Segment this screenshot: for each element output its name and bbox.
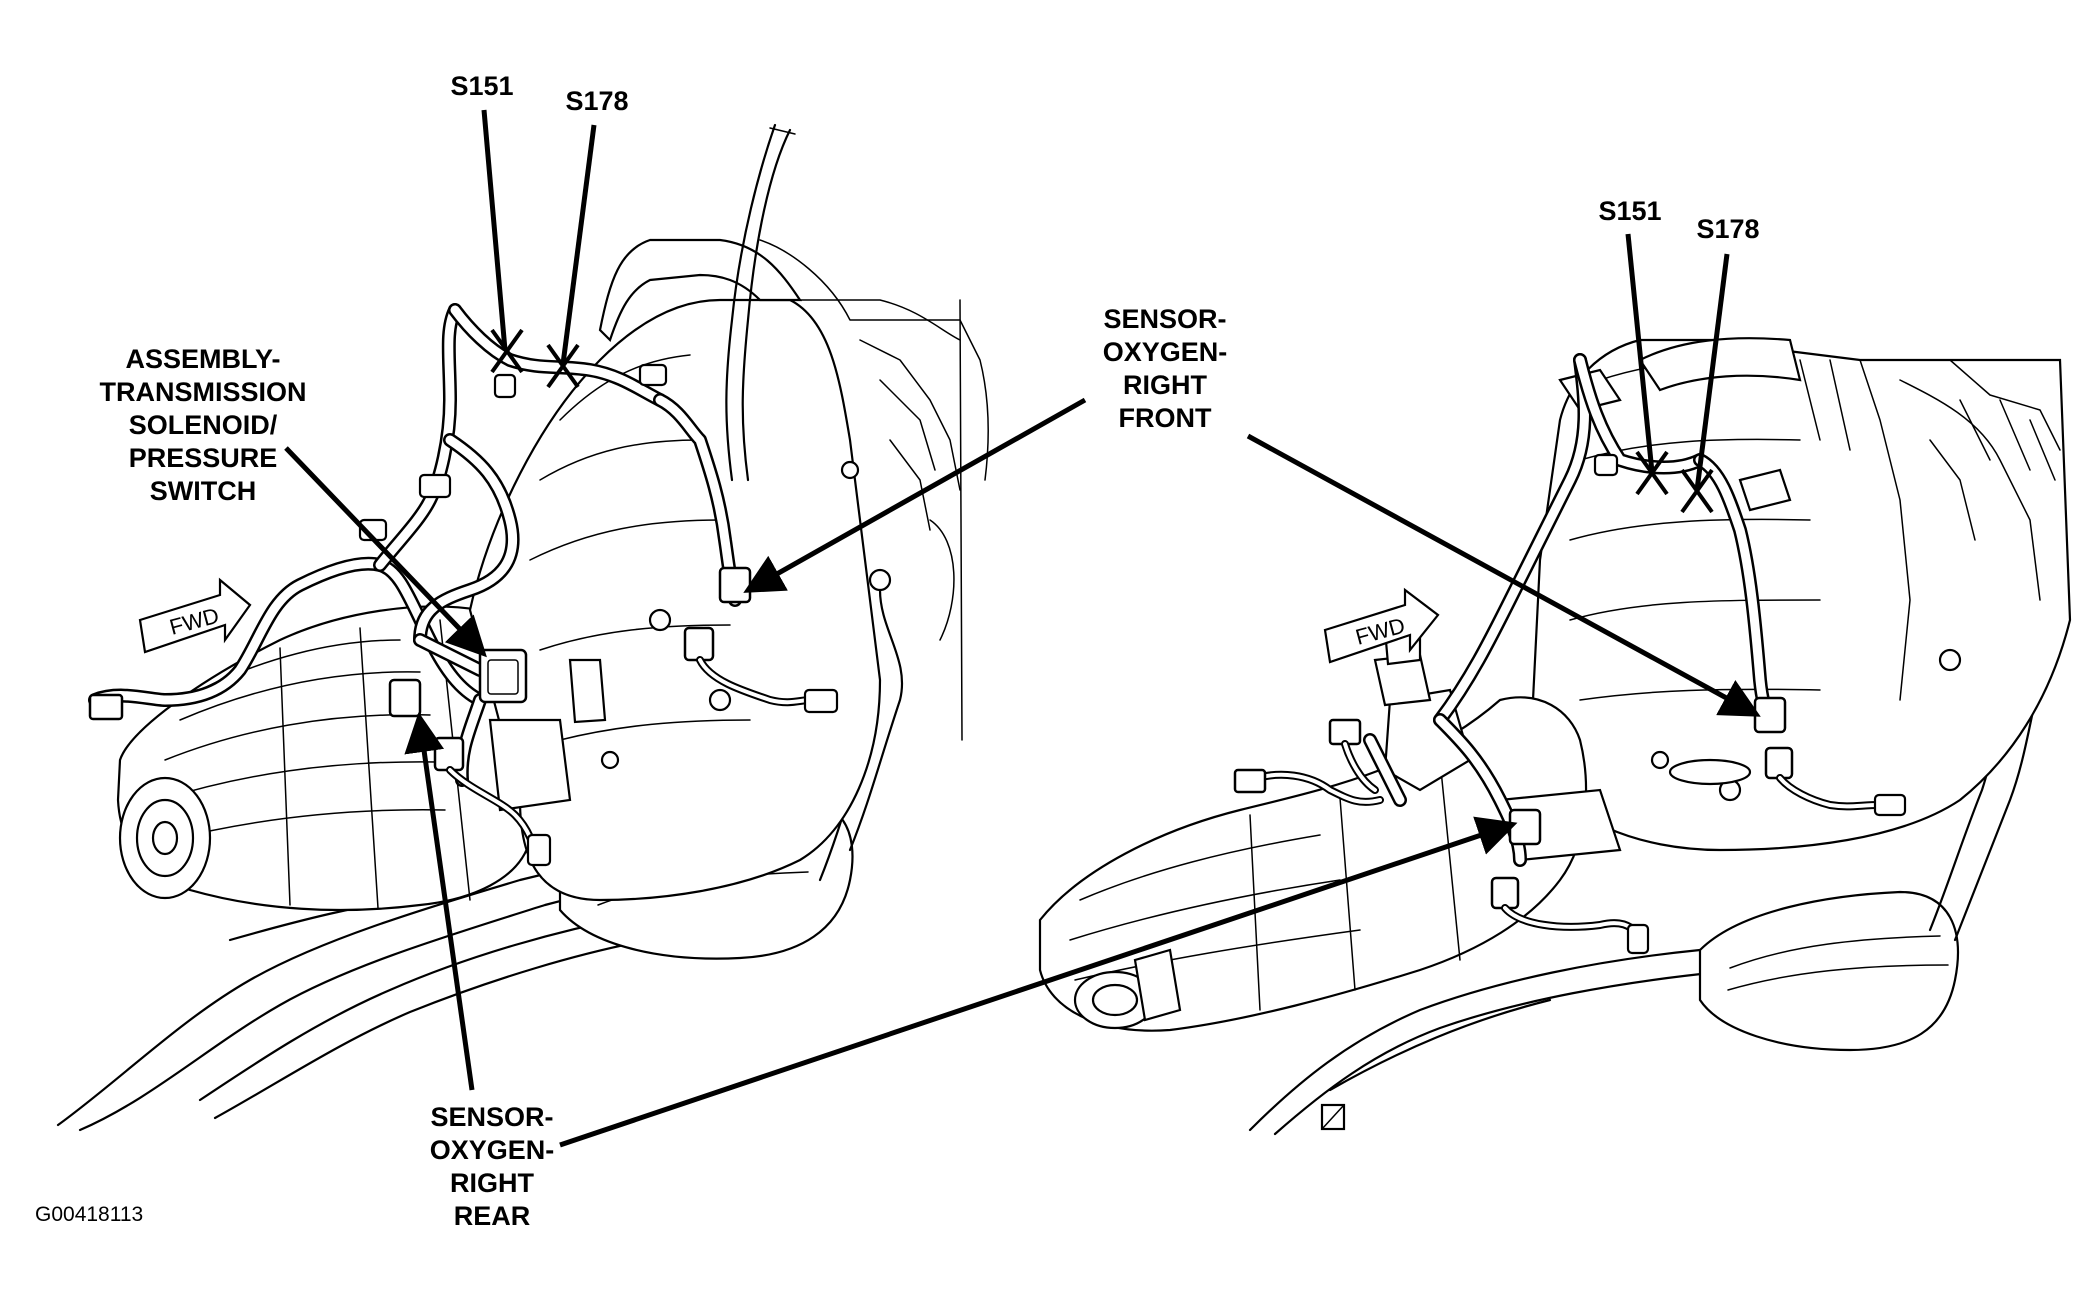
svg-text:SENSOR-: SENSOR- <box>430 1102 553 1132</box>
splice-s178-label-left: S178 <box>565 86 628 116</box>
splice-s178-label-right: S178 <box>1696 214 1759 244</box>
callout-o2-right-rear: SENSOR- OXYGEN- RIGHT REAR <box>404 712 1518 1231</box>
fwd-arrow-left: FWD <box>138 577 252 654</box>
svg-text:SOLENOID/: SOLENOID/ <box>129 410 278 440</box>
svg-text:ASSEMBLY-: ASSEMBLY- <box>125 344 280 374</box>
svg-text:RIGHT: RIGHT <box>1123 370 1208 400</box>
svg-text:SENSOR-: SENSOR- <box>1103 304 1226 334</box>
figure-id: G00418113 <box>35 1203 143 1226</box>
left-assembly-drawing: FWD <box>56 123 990 1132</box>
svg-text:SWITCH: SWITCH <box>150 476 256 506</box>
splice-s178-leader-left <box>560 124 597 365</box>
svg-text:FRONT: FRONT <box>1119 403 1212 433</box>
splice-s151-leader-left <box>481 109 508 351</box>
svg-text:RIGHT: RIGHT <box>450 1168 535 1198</box>
splice-s178-leader-right <box>1694 253 1730 491</box>
splice-s151-label-left: S151 <box>450 71 513 101</box>
svg-text:OXYGEN-: OXYGEN- <box>430 1135 555 1165</box>
callout-transmission-solenoid: ASSEMBLY- TRANSMISSION SOLENOID/ PRESSUR… <box>99 344 487 658</box>
svg-text:PRESSURE: PRESSURE <box>129 443 278 473</box>
splice-s151-leader-right <box>1625 233 1655 473</box>
svg-text:OXYGEN-: OXYGEN- <box>1103 337 1228 367</box>
splice-s151-label-right: S151 <box>1598 196 1661 226</box>
svg-text:TRANSMISSION: TRANSMISSION <box>99 377 306 407</box>
right-assembly-drawing: FWD <box>1038 337 2072 1136</box>
callout-o2-right-front: SENSOR- OXYGEN- RIGHT FRONT <box>743 304 1761 717</box>
svg-text:REAR: REAR <box>454 1201 531 1231</box>
